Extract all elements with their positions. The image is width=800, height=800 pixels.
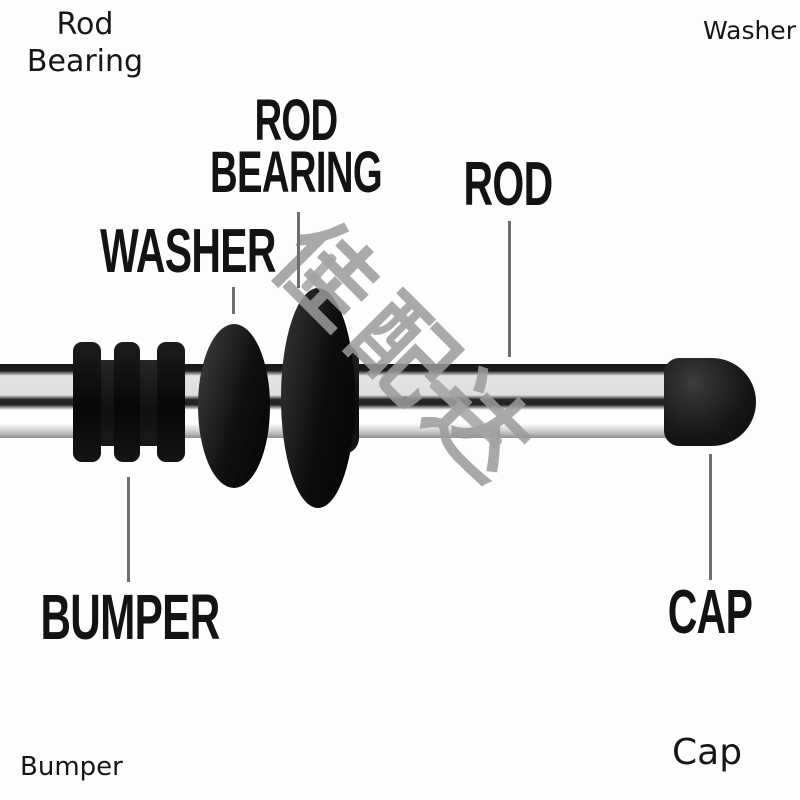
- bumper-rib: [114, 342, 140, 462]
- label-rod-bearing-line2: BEARING: [210, 140, 383, 206]
- label-cap: CAP: [667, 578, 753, 647]
- leader-line-rod-bearing: [297, 212, 300, 288]
- leader-line-rod: [508, 221, 511, 357]
- label-rod-bearing-line1: ROD: [254, 88, 338, 153]
- caption-rod-bearing-line2: Bearing: [26, 44, 144, 79]
- label-rod: ROD: [463, 150, 554, 219]
- caption-rod-bearing-line1: Rod: [56, 7, 114, 42]
- caption-bumper: Bumper: [20, 752, 123, 782]
- caption-cap: Cap: [672, 732, 743, 773]
- caption-washer: Washer: [703, 16, 796, 45]
- label-washer: WASHER: [100, 217, 276, 286]
- label-bumper: BUMPER: [40, 581, 220, 653]
- rod-bearing-flange-shape: [281, 288, 355, 508]
- bumper-rib: [73, 342, 101, 462]
- leader-line-bumper: [127, 477, 130, 582]
- leader-line-washer: [232, 287, 235, 314]
- caption-rod-bearing: Rod Bearing: [27, 6, 143, 80]
- washer-shape: [198, 324, 270, 488]
- label-rod-bearing: ROD BEARING: [210, 88, 383, 206]
- leader-line-cap: [709, 454, 712, 580]
- cap-shape: [664, 358, 756, 446]
- bumper-rib: [157, 342, 185, 462]
